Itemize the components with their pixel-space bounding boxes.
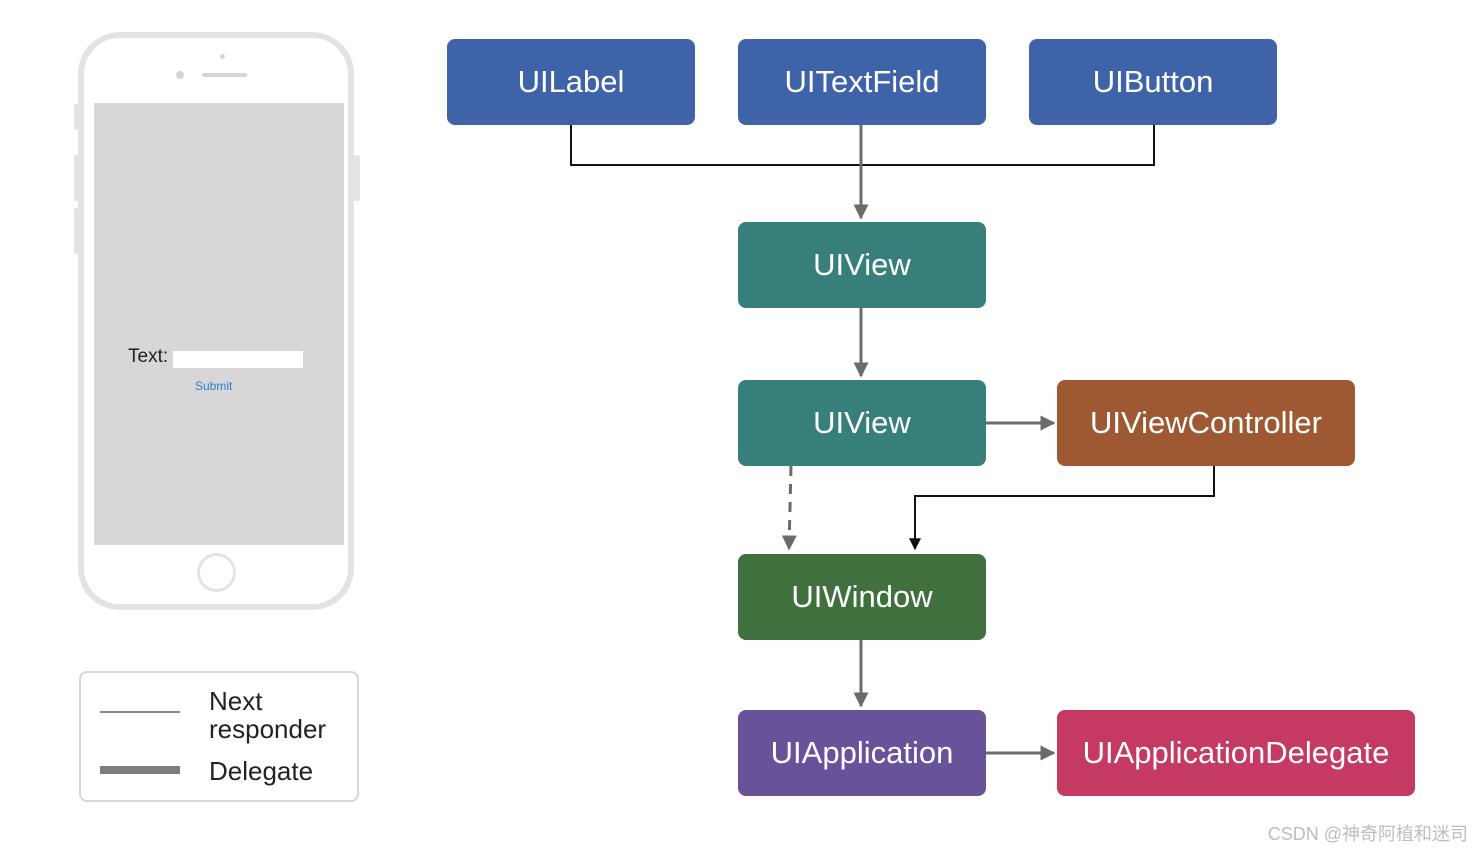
phone-power-button — [354, 155, 360, 201]
home-button — [197, 553, 236, 592]
edge-uiviewcontroller-to-uiwindow — [909, 453, 1215, 551]
node-uilabel: UILabel — [447, 39, 695, 125]
phone-mockup: Text: Submit — [78, 32, 354, 610]
legend-next-responder-line — [100, 711, 180, 713]
phone-camera — [220, 54, 225, 59]
phone-screen: Text: Submit — [94, 103, 344, 545]
phone-sensor — [176, 71, 184, 79]
node-uiview-top: UIView — [738, 222, 986, 308]
phone-speaker — [202, 73, 247, 77]
text-label: Text: — [128, 346, 169, 367]
node-uiwindow: UIWindow — [738, 554, 986, 640]
node-uiapplication: UIApplication — [738, 710, 986, 796]
phone-volume-up — [74, 155, 80, 201]
node-uiviewcontroller: UIViewController — [1057, 380, 1355, 466]
node-uitextfield: UITextField — [738, 39, 986, 125]
text-input[interactable] — [173, 351, 303, 368]
phone-volume-down — [74, 208, 80, 254]
legend-next-responder-label: Next responder — [209, 686, 327, 744]
phone-mute-switch — [74, 104, 80, 130]
legend-delegate-label: Delegate — [209, 756, 314, 786]
edge-uiview-to-uiwindow-dashed — [781, 465, 797, 551]
watermark: CSDN @神奇阿植和迷司 — [1267, 824, 1468, 844]
node-uiview-bottom: UIView — [738, 380, 986, 466]
legend-delegate-line — [100, 766, 180, 774]
node-uiapplicationdelegate: UIApplicationDelegate — [1057, 710, 1415, 796]
legend: Next responder Delegate — [79, 671, 359, 802]
node-uibutton: UIButton — [1029, 39, 1277, 125]
submit-button[interactable]: Submit — [195, 379, 233, 393]
